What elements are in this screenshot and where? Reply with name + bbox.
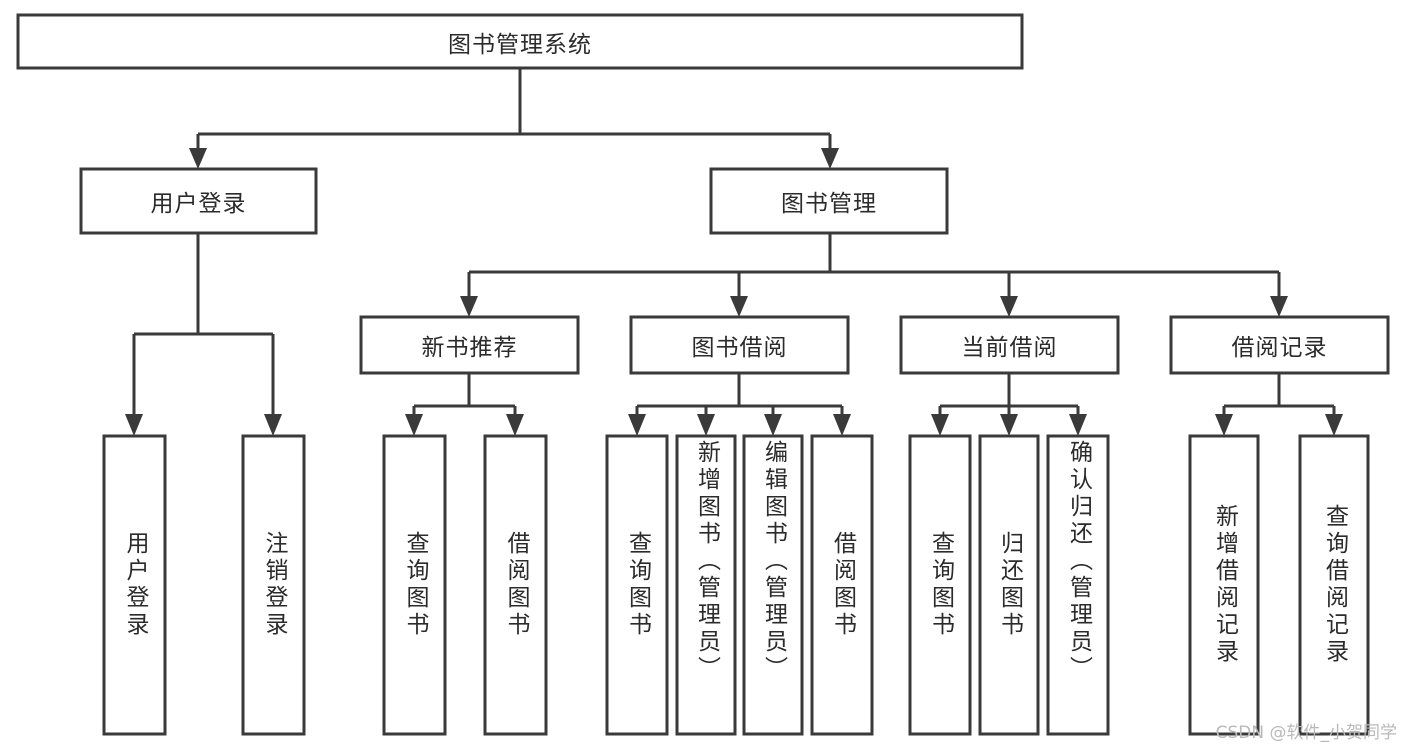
arrow-head-icon: [1270, 296, 1288, 317]
arrow-head-icon: [821, 148, 839, 169]
arrow-head-icon: [264, 414, 282, 436]
node-box-leaf-borrow-book-2[interactable]: [810, 434, 874, 736]
node-box-new-book-recommend[interactable]: [359, 315, 580, 375]
node-box-root[interactable]: [16, 13, 1024, 70]
arrow-head-icon: [1069, 414, 1087, 436]
node-box-leaf-query-book-3[interactable]: [908, 434, 972, 736]
arrow-head-icon: [730, 296, 748, 317]
node-box-leaf-edit-book[interactable]: [742, 434, 804, 736]
arrow-head-icon: [405, 414, 423, 436]
arrow-head-icon: [764, 414, 782, 436]
arrow-head-icon: [506, 414, 524, 436]
connector-user-login-to-leaves: [125, 233, 282, 436]
node-box-leaf-add-book[interactable]: [675, 434, 737, 736]
connector-root-to-level2: [189, 68, 839, 169]
arrow-head-icon: [189, 148, 207, 169]
node-box-current-borrow[interactable]: [899, 315, 1120, 375]
arrow-head-icon: [697, 414, 715, 436]
arrow-head-icon: [125, 414, 143, 436]
node-box-leaf-return-book[interactable]: [978, 434, 1040, 736]
arrow-head-icon: [1000, 414, 1018, 436]
arrow-head-icon: [460, 296, 478, 317]
node-box-leaf-query-book-2[interactable]: [605, 434, 669, 736]
arrow-head-icon: [628, 414, 646, 436]
node-box-leaf-query-record[interactable]: [1298, 434, 1370, 736]
connector-borrow-record-to-leaves: [1215, 373, 1343, 436]
connector-new-book-recommend-to-leaves: [405, 373, 524, 436]
arrow-head-icon: [931, 414, 949, 436]
connector-book-manage-to-level3: [460, 233, 1288, 317]
connector-current-borrow-to-leaves: [931, 373, 1087, 436]
arrow-head-icon: [1325, 414, 1343, 436]
node-box-user-login[interactable]: [79, 167, 318, 235]
node-box-book-borrow[interactable]: [629, 315, 850, 375]
node-box-borrow-record[interactable]: [1169, 315, 1390, 375]
node-box-leaf-confirm-return[interactable]: [1046, 434, 1110, 736]
node-box-leaf-query-book-1[interactable]: [382, 434, 447, 736]
node-box-leaf-logout-login[interactable]: [241, 434, 306, 736]
arrow-head-icon: [1215, 414, 1233, 436]
node-box-leaf-borrow-book-1[interactable]: [483, 434, 548, 736]
node-box-leaf-add-record[interactable]: [1188, 434, 1260, 736]
arrow-head-icon: [1000, 296, 1018, 317]
connector-book-borrow-to-leaves: [628, 373, 851, 436]
node-box-book-manage[interactable]: [709, 167, 949, 235]
node-box-leaf-user-login[interactable]: [102, 434, 167, 736]
arrow-head-icon: [833, 414, 851, 436]
